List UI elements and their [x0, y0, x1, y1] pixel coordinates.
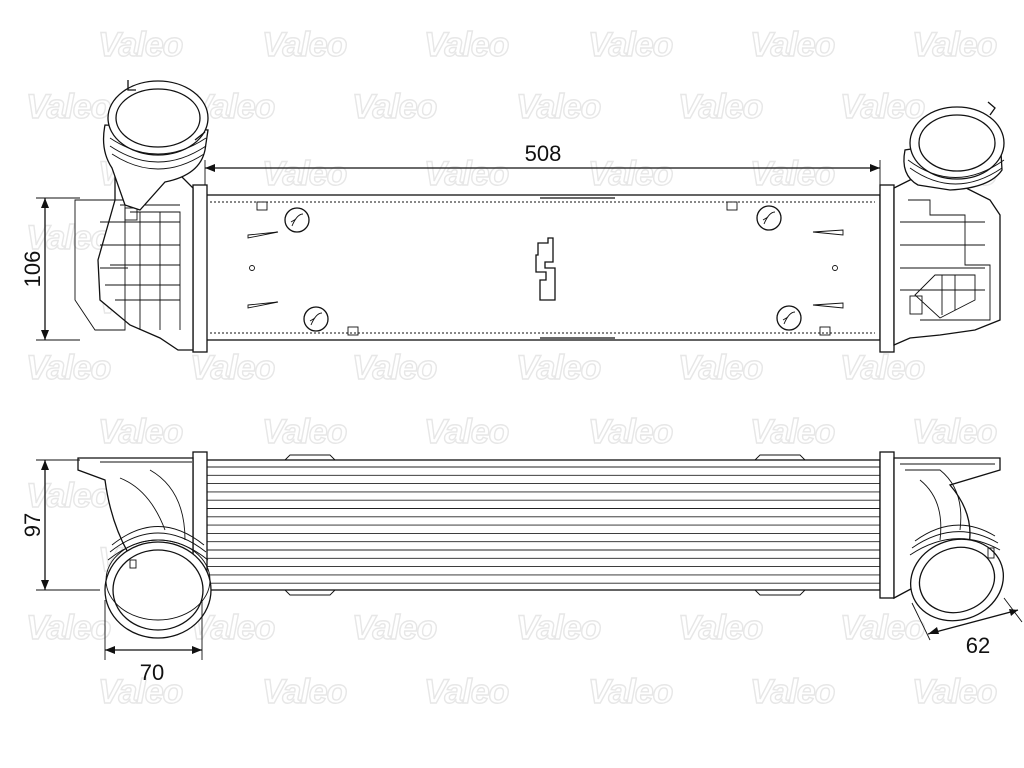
top-view [74, 80, 1005, 353]
top-right-tank [893, 171, 1001, 346]
valeo-watermark: Valeo [678, 88, 763, 126]
top-tab [347, 326, 359, 336]
core-hole [832, 265, 838, 271]
valeo-watermark: Valeo [912, 673, 997, 711]
top-tab [819, 326, 831, 336]
valeo-watermark: Valeo [26, 219, 111, 257]
dimension-outlet-width: 62 [911, 597, 1023, 658]
front-right-side-plate [879, 451, 895, 599]
top-height-label: 106 [20, 251, 45, 288]
valeo-watermark: Valeo [750, 673, 835, 711]
valeo-watermark: Valeo [98, 673, 183, 711]
core-slot [247, 301, 279, 309]
valeo-watermark: Valeo [840, 349, 925, 387]
front-right-outlet-pipe [909, 524, 1005, 622]
front-clip [284, 589, 336, 596]
core-slot [812, 302, 844, 309]
valeo-watermark: Valeo [262, 26, 347, 64]
valeo-watermark: Valeo [98, 26, 183, 64]
dimension-front-height: 97 [20, 459, 100, 591]
valeo-watermark: Valeo [424, 673, 509, 711]
valeo-watermark: Valeo [516, 609, 601, 647]
valeo-watermark: Valeo [262, 673, 347, 711]
valeo-watermark: Valeo [588, 413, 673, 451]
core-slot [812, 229, 844, 236]
top-tab [726, 201, 738, 211]
dimension-inlet-width: 70 [104, 600, 203, 685]
valeo-watermark: Valeo [190, 349, 275, 387]
dimension-overall-length: 508 [204, 141, 881, 185]
valeo-watermark: Valeo [424, 413, 509, 451]
top-left-inlet-pipe [102, 80, 209, 211]
valeo-watermark: Valeo [750, 155, 835, 193]
front-height-label: 97 [20, 513, 45, 537]
center-bracket [535, 237, 556, 301]
valeo-watermark: Valeo [26, 349, 111, 387]
valeo-watermark: Valeo [352, 349, 437, 387]
valeo-watermark: Valeo [516, 88, 601, 126]
valeo-watermark: Valeo [352, 609, 437, 647]
outlet-width-label: 62 [966, 633, 990, 658]
valeo-watermark: Valeo [912, 413, 997, 451]
core-slot [247, 231, 279, 239]
top-left-side-plate [192, 184, 208, 353]
valeo-watermark: Valeo [912, 26, 997, 64]
valeo-watermark: Valeo [840, 609, 925, 647]
valeo-watermark: Valeo [98, 413, 183, 451]
valeo-watermark: Valeo [26, 88, 111, 126]
valeo-watermark: Valeo [750, 413, 835, 451]
valeo-watermark: Valeo [516, 349, 601, 387]
valeo-watermark: Valeo [352, 88, 437, 126]
mount-boss [303, 306, 329, 332]
valeo-watermark: Valeo [750, 26, 835, 64]
front-view [77, 451, 1005, 639]
valeo-watermark: Valeo [588, 673, 673, 711]
mount-boss [776, 305, 802, 331]
valeo-watermark: Valeo [262, 413, 347, 451]
valeo-watermark: Valeo [840, 88, 925, 126]
overall-length-label: 508 [525, 141, 562, 166]
valeo-watermark: Valeo [678, 349, 763, 387]
cooling-fins [207, 466, 880, 584]
mount-boss [756, 205, 782, 231]
top-right-side-plate [879, 184, 895, 353]
front-clip [754, 454, 806, 461]
top-tab [256, 201, 268, 211]
valeo-watermark: Valeo [588, 155, 673, 193]
core-hole [249, 265, 255, 271]
valeo-watermark: Valeo [262, 155, 347, 193]
valeo-watermark: Valeo [678, 609, 763, 647]
top-right-outlet-pipe [903, 101, 1005, 191]
valeo-watermark: Valeo [26, 477, 111, 515]
valeo-watermark: Valeo [424, 26, 509, 64]
valeo-watermark: Valeo [424, 155, 509, 193]
front-left-inlet-pipe [104, 526, 212, 639]
top-core-body [204, 194, 881, 341]
mount-boss [284, 207, 310, 233]
dimension-top-height: 106 [20, 197, 80, 341]
front-clip [754, 589, 806, 596]
front-clip [284, 454, 336, 461]
valeo-watermark: Valeo [26, 609, 111, 647]
valeo-watermark: Valeo [588, 26, 673, 64]
inlet-width-label: 70 [140, 660, 164, 685]
